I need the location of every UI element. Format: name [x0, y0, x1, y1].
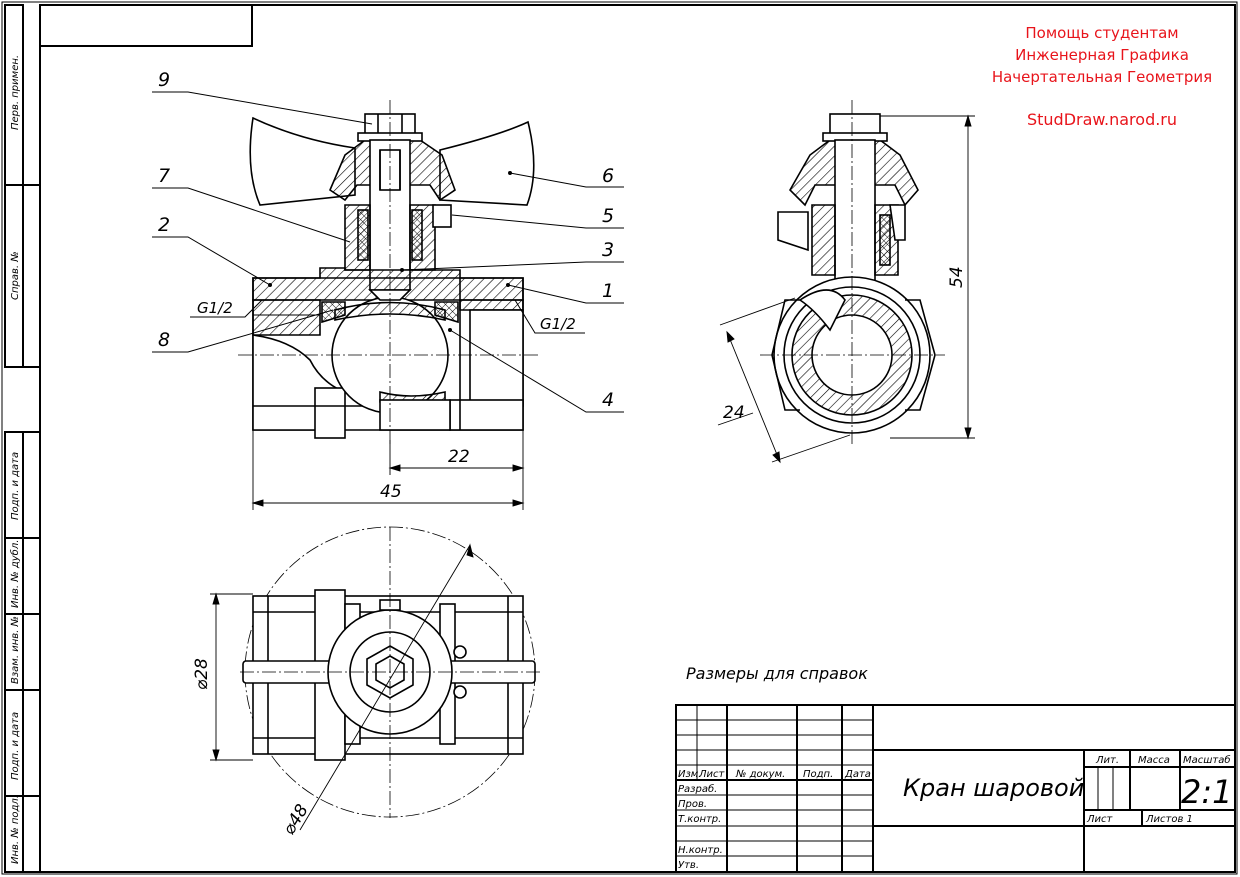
front-callouts: 9 7 2 8 6 5 3 1 4 G1/2 G1/2 — [158, 69, 614, 411]
dim-24: 24 — [723, 403, 745, 423]
side-label-sprav: Справ. № — [10, 251, 21, 300]
side-label-perv: Перв. примен. — [10, 55, 21, 130]
front-dimensions — [251, 430, 525, 510]
tb-utv: Утв. — [678, 860, 699, 871]
tb-masshtab: Масштаб — [1183, 754, 1231, 766]
tb-tkontr: Т.контр. — [678, 814, 721, 825]
thread-label-right: G1/2 — [540, 315, 576, 333]
tb-scale: 2:1 — [1181, 773, 1233, 811]
side-label-vzam: Взам. инв. № — [10, 616, 21, 684]
dim-54: 54 — [947, 266, 967, 288]
tb-nkontr: Н.контр. — [678, 845, 723, 856]
tb-list: Лист — [698, 769, 726, 780]
callout-6: 6 — [602, 165, 614, 187]
callout-9: 9 — [158, 69, 170, 91]
front-centerlines — [238, 100, 540, 445]
tb-podp: Подп. — [803, 769, 833, 780]
reference-note: Размеры для справок — [686, 664, 868, 683]
watermark-line2: Инженерная Графика — [1015, 46, 1189, 64]
dim-d48: ⌀48 — [279, 801, 313, 839]
side-dimensions — [717, 114, 975, 464]
title-block — [675, 704, 1236, 873]
side-dim-labels: 54 24 — [723, 266, 967, 423]
callout-3: 3 — [602, 239, 614, 261]
callout-2: 2 — [158, 214, 170, 236]
top-dimensions — [210, 543, 474, 831]
front-view — [249, 113, 535, 439]
thread-label-left: G1/2 — [197, 299, 233, 317]
front-leaders — [152, 91, 624, 413]
watermark-line1: Помощь студентам — [1025, 24, 1178, 42]
side-label-podp2: Подп. и дата — [10, 712, 21, 780]
dim-22: 22 — [448, 447, 470, 467]
callout-7: 7 — [158, 165, 170, 187]
tb-massa: Масса — [1138, 755, 1170, 766]
side-stamp-labels: Перв. примен. Справ. № Подп. и дата Инв.… — [9, 55, 21, 864]
tb-razrab: Разраб. — [678, 783, 717, 795]
tb-listov: Листов 1 — [1145, 814, 1193, 825]
watermark: Помощь студентам Инженерная Графика Наче… — [992, 24, 1212, 129]
tb-lit: Лит. — [1095, 755, 1119, 766]
callout-4: 4 — [602, 389, 614, 411]
side-view — [771, 113, 936, 434]
top-centerlines — [240, 527, 540, 818]
front-dim-labels: 22 45 — [380, 447, 470, 502]
tb-data: Дата — [844, 769, 871, 780]
title-block-labels: Изм. Лист № докум. Подп. Дата Разраб. Пр… — [678, 754, 1231, 871]
tb-title: Кран шаровой — [903, 774, 1084, 802]
side-centerlines — [760, 100, 945, 445]
front-leader-dots — [268, 171, 512, 332]
callout-1: 1 — [602, 280, 614, 302]
side-label-podp1: Подп. и дата — [10, 452, 21, 520]
watermark-site: StudDraw.narod.ru — [1027, 110, 1177, 129]
dim-d28: ⌀28 — [192, 658, 212, 690]
tb-prov: Пров. — [678, 799, 707, 810]
callout-5: 5 — [602, 205, 614, 227]
side-label-inv-podl: Инв. № подл. — [10, 795, 21, 864]
tb-docum: № докум. — [735, 769, 785, 780]
callout-8: 8 — [158, 329, 170, 351]
watermark-line3: Начертательная Геометрия — [992, 68, 1212, 86]
side-label-inv-dubl: Инв. № дубл. — [9, 540, 21, 608]
tb-list2: Лист — [1086, 814, 1114, 825]
side-stamp — [4, 4, 41, 873]
dim-45: 45 — [380, 482, 402, 502]
tb-izm: Изм. — [678, 769, 702, 780]
